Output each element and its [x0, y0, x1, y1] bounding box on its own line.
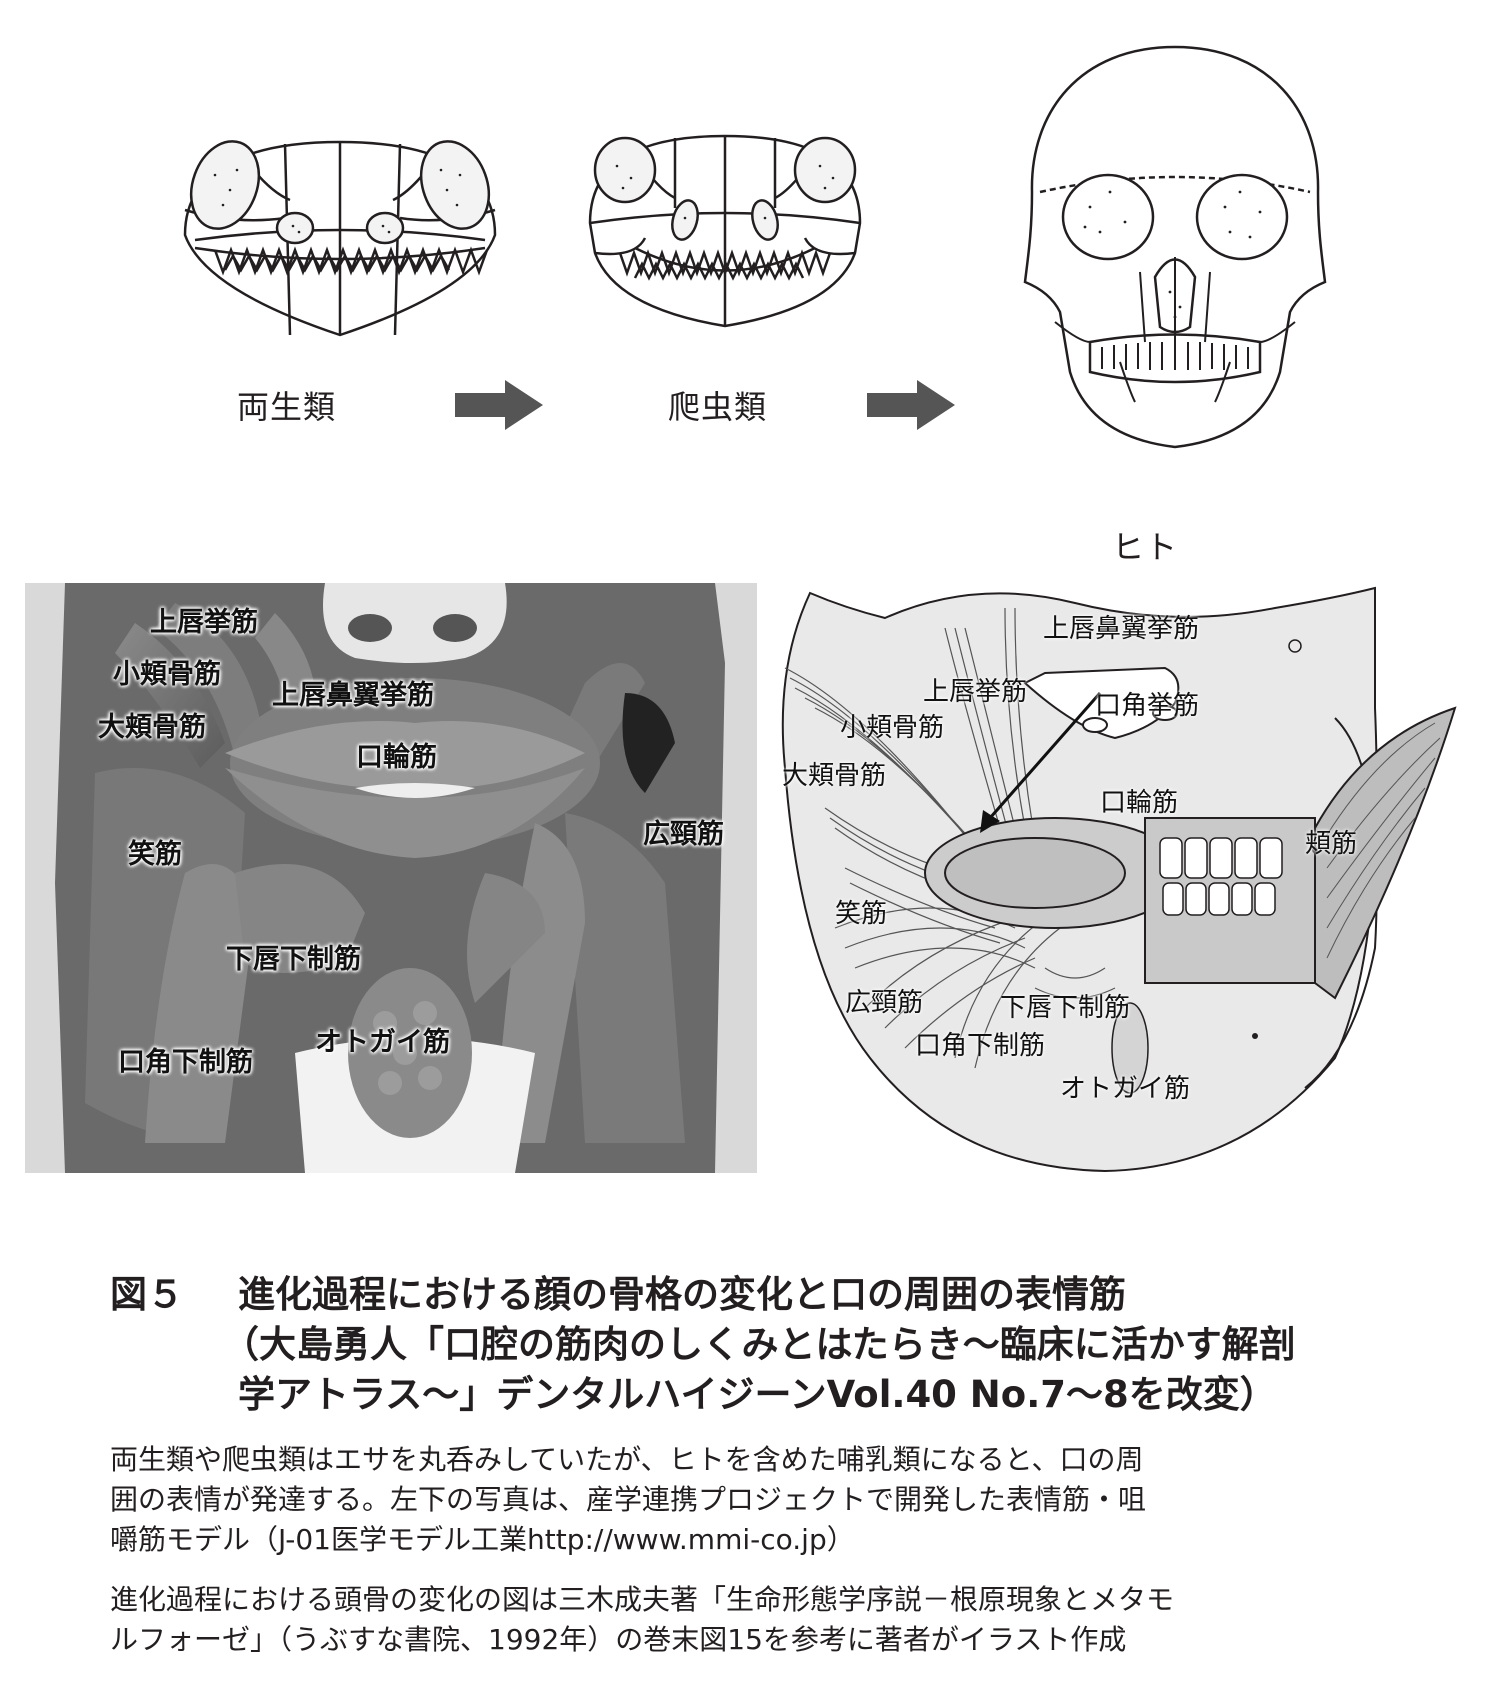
drawing-label-levator-anguli-oris: 口角挙筋: [1095, 691, 1200, 721]
drawing-label-buccinator: 頬筋: [1305, 829, 1358, 859]
amphibian-label: 両生類: [237, 388, 337, 426]
figure-number: 図５: [110, 1273, 184, 1316]
photo-label-mentalis: オトガイ筋: [315, 1027, 450, 1058]
drawing-label-zygomaticus-minor: 小頬骨筋: [840, 713, 945, 743]
photo-label-orbicularis-oris: 口輪筋: [356, 742, 437, 773]
muscle-model-photo: [25, 583, 757, 1173]
muscle-anatomy-drawing: [781, 586, 1457, 1173]
caption-paragraph-2: 進化過程における頭骨の変化の図は三木成夫著「生命形態学序説－根原現象とメタモ ル…: [110, 1580, 1410, 1660]
figure-title-line1: 進化過程における顔の骨格の変化と口の周囲の表情筋: [238, 1273, 1126, 1316]
photo-label-depressor-labii-inferioris: 下唇下制筋: [226, 944, 361, 975]
arrow-icon: [455, 380, 543, 430]
drawing-label-risorius: 笑筋: [835, 899, 888, 929]
caption-para1-line3: 嚼筋モデル（J-01医学モデル工業http://www.mmi-co.jp）: [110, 1523, 855, 1556]
drawing-label-depressor-anguli-oris: 口角下制筋: [915, 1031, 1046, 1061]
figure-title-line2: （大島勇人「口腔の筋肉のしくみとはたらき～臨床に活かす解剖: [222, 1323, 1296, 1366]
caption-paragraph-1: 両生類や爬虫類はエサを丸呑みしていたが、ヒトを含めた哺乳類になると、口の周 囲の…: [110, 1440, 1410, 1560]
photo-label-depressor-anguli-oris: 口角下制筋: [118, 1047, 253, 1078]
amphibian-skull-illustration: [183, 140, 497, 337]
drawing-label-mentalis: オトガイ筋: [1060, 1074, 1191, 1104]
drawing-label-orbicularis-oris: 口輪筋: [1100, 788, 1179, 818]
caption-para2-line1: 進化過程における頭骨の変化の図は三木成夫著「生命形態学序説－根原現象とメタモ: [110, 1583, 1175, 1616]
photo-label-zygomaticus-minor: 小頬骨筋: [113, 659, 221, 690]
face-model-shapes: [25, 583, 757, 1173]
arrow-icon: [867, 380, 955, 430]
figure-title-line3: 学アトラス～」デンタルハイジーンVol.40 No.7～8を改変）: [238, 1373, 1277, 1416]
drawing-label-depressor-labii-inferioris: 下唇下制筋: [1000, 993, 1131, 1023]
drawing-label-zygomaticus-major: 大頬骨筋: [782, 761, 887, 791]
caption-para1-line1: 両生類や爬虫類はエサを丸呑みしていたが、ヒトを含めた哺乳類になると、口の周: [110, 1443, 1144, 1476]
human-label: ヒト: [1112, 528, 1179, 566]
photo-label-platysma: 広頸筋: [643, 819, 724, 850]
photo-label-levator-labii-superioris: 上唇挙筋: [150, 607, 258, 638]
figure-caption: 図５ 進化過程における顔の骨格の変化と口の周囲の表情筋 （大島勇人「口腔の筋肉の…: [110, 1270, 1430, 1420]
human-skull-illustration: [1023, 45, 1327, 449]
drawing-label-levator-labii-sup-alaeque-nasi: 上唇鼻翼挙筋: [1043, 614, 1200, 644]
photo-label-levator-labii-sup-alaeque-nasi: 上唇鼻翼挙筋: [272, 680, 434, 711]
caption-para1-line2: 囲の表情が発達する。左下の写真は、産学連携プロジェクトで開発した表情筋・咀: [110, 1483, 1147, 1516]
drawing-label-platysma: 広頸筋: [845, 988, 924, 1018]
drawing-label-levator-labii-superioris: 上唇挙筋: [923, 677, 1028, 707]
photo-label-zygomaticus-major: 大頬骨筋: [98, 712, 206, 743]
reptile-skull-illustration: [588, 134, 862, 328]
photo-label-risorius: 笑筋: [128, 839, 182, 870]
reptile-label: 爬虫類: [668, 388, 768, 426]
caption-para2-line2: ルフォーゼ」（うぶすな書院、1992年）の巻末図15を参考に著者がイラスト作成: [110, 1623, 1127, 1656]
